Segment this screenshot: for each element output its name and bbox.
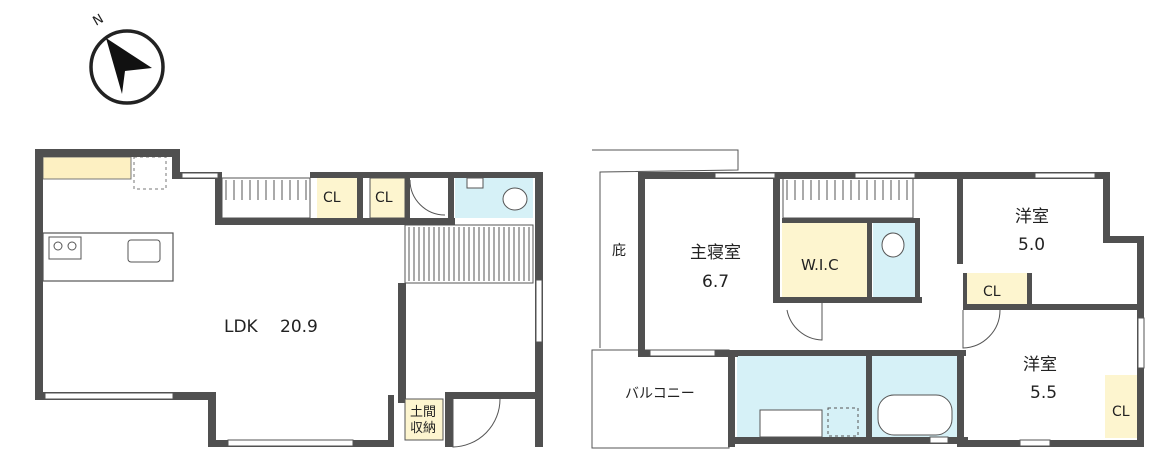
closet-b-fill — [1105, 375, 1140, 438]
closet-a-label: CL — [983, 284, 1001, 300]
western-room-a-size: 5.0 — [1018, 235, 1045, 255]
closet-left-fill — [317, 178, 357, 218]
storage-box — [404, 398, 444, 441]
floor1-plan: LDK 20.9 CL CL 土間 収納 — [35, 149, 543, 448]
closet-right-fill — [369, 177, 406, 219]
balcony — [591, 349, 730, 449]
kitchen-sink-icon — [127, 239, 161, 263]
sink-1f-icon — [466, 177, 484, 189]
stairs-treads-2f — [786, 180, 908, 200]
washer-space — [827, 407, 859, 437]
stairs-treads-1f — [225, 180, 307, 200]
fridge-space — [133, 156, 167, 190]
compass-north-label: N — [91, 12, 107, 30]
floor2-plan: 庇 主寝室 6.7 W.I.C 洋室 5.0 CL 洋室 5.5 CL バルコニ… — [591, 149, 1145, 449]
wic-label: W.I.C — [801, 256, 839, 274]
north-arrow-icon — [106, 38, 152, 94]
bathtub-icon — [877, 394, 953, 436]
closet-left-label: CL — [323, 190, 341, 206]
balcony-label: バルコニー — [625, 386, 695, 402]
stairs-treads-lower-1f — [408, 227, 530, 281]
closet-a-fill — [965, 273, 1028, 305]
closet-right-label: CL — [375, 190, 393, 206]
wic-fill — [782, 222, 867, 297]
compass: N — [89, 12, 165, 105]
stove-icon — [48, 236, 82, 260]
room-b-door-swing — [962, 309, 1001, 349]
western-room-b-label: 洋室 — [1023, 355, 1057, 375]
floor2-windows — [649, 172, 1145, 447]
master-door-swing — [786, 303, 823, 341]
master-bedroom-size: 6.7 — [702, 272, 729, 292]
western-room-a-label: 洋室 — [1015, 207, 1049, 227]
ldk-label: LDK — [224, 317, 259, 337]
eave-outline — [592, 149, 739, 348]
kitchen-counter-back — [42, 156, 132, 180]
master-bedroom-label: 主寝室 — [690, 242, 741, 263]
closet-door-swing — [409, 179, 446, 216]
storage-label-line1: 土間 — [410, 405, 436, 420]
entrance-door-swing — [452, 398, 501, 448]
western-room-b-size: 5.5 — [1030, 383, 1057, 403]
burner-icon — [53, 241, 63, 251]
kitchenette-counter — [759, 409, 823, 438]
toilet-icon — [502, 187, 528, 211]
closet-b-label: CL — [1112, 404, 1130, 420]
storage-label-line2: 収納 — [410, 421, 436, 436]
floor1-windows — [44, 172, 543, 447]
burner-icon — [67, 241, 77, 251]
eave-label: 庇 — [612, 243, 626, 259]
toilet2-icon — [881, 232, 905, 258]
ldk-size: 20.9 — [280, 317, 318, 337]
